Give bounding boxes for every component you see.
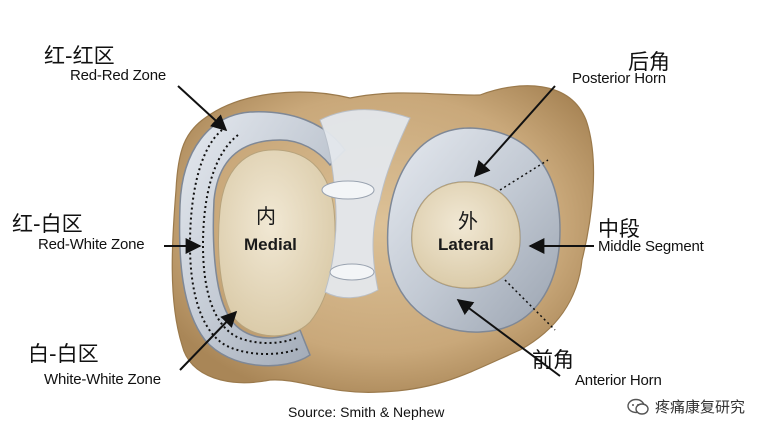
arrow-posterior-horn	[473, 85, 556, 178]
arrow-white-white	[179, 310, 238, 371]
label-anterior-cn: 前角	[532, 348, 574, 372]
label-red-red-en: Red-Red Zone	[70, 67, 166, 84]
wechat-icon	[627, 398, 649, 415]
arrow-anterior-horn	[456, 299, 561, 377]
label-medial-en: Medial	[244, 235, 297, 254]
segment-line-anterior	[504, 279, 556, 331]
label-middle-en: Middle Segment	[598, 238, 704, 255]
label-anterior-en: Anterior Horn	[575, 372, 662, 389]
label-red-white-cn: 红-白区	[12, 212, 83, 236]
arrow-red-red	[177, 85, 228, 132]
watermark: 疼痛康复研究	[627, 396, 745, 417]
medial-condyle-surface	[218, 149, 336, 337]
watermark-text: 疼痛康复研究	[654, 398, 745, 416]
label-white-white-cn: 白-白区	[28, 342, 99, 366]
label-red-red-cn: 红-红区	[44, 44, 115, 68]
label-red-white-en: Red-White Zone	[38, 236, 145, 253]
label-posterior-cn: 后角	[628, 50, 670, 74]
source-caption: Source: Smith & Nephew	[288, 404, 445, 420]
label-lateral-en: Lateral	[438, 235, 494, 254]
label-posterior-en: Posterior Horn	[572, 70, 666, 87]
label-white-white-en: White-White Zone	[44, 371, 161, 388]
label-medial-cn: 内	[256, 206, 276, 228]
ligament-insertion-upper	[321, 180, 375, 200]
label-middle-cn: 中段	[598, 217, 640, 241]
lateral-condyle-surface	[411, 181, 521, 289]
ligament-insertion-lower	[329, 263, 375, 281]
label-lateral-cn: 外	[458, 211, 478, 233]
zone-line-inner	[201, 134, 297, 344]
